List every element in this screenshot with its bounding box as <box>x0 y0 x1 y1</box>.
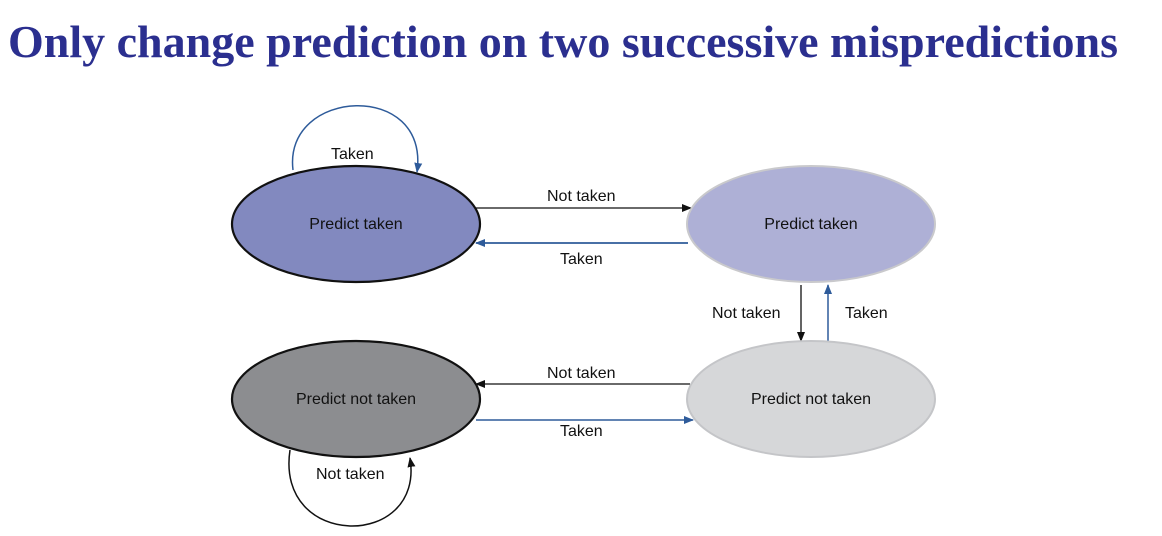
state-strong-not-taken <box>230 339 482 459</box>
label-weak-not-taken-to-weak-taken: Taken <box>845 305 888 322</box>
state-weak-taken <box>686 165 936 283</box>
state-weak-taken-label: Predict taken <box>764 216 857 233</box>
label-weak-taken-to-weak-not-taken: Not taken <box>712 305 780 322</box>
self-loop-strong-not-taken <box>288 449 416 527</box>
label-strong-not-taken-self: Not taken <box>316 466 384 483</box>
label-strong-taken-self: Taken <box>331 146 374 163</box>
slide-title: Only change prediction on two successive… <box>8 16 1118 67</box>
label-strong-taken-to-weak-taken: Not taken <box>547 188 615 205</box>
state-strong-not-taken-label: Predict not taken <box>296 391 416 408</box>
label-weak-taken-to-strong-taken: Taken <box>560 251 603 268</box>
self-loop-strong-taken <box>291 105 423 173</box>
label-strong-not-taken-to-weak-not-taken: Taken <box>560 423 603 440</box>
label-weak-not-taken-to-strong-not-taken: Not taken <box>547 365 615 382</box>
state-strong-taken <box>230 164 482 284</box>
state-strong-taken-label: Predict taken <box>309 216 402 233</box>
state-weak-not-taken-label: Predict not taken <box>751 391 871 408</box>
state-weak-not-taken <box>686 340 936 458</box>
